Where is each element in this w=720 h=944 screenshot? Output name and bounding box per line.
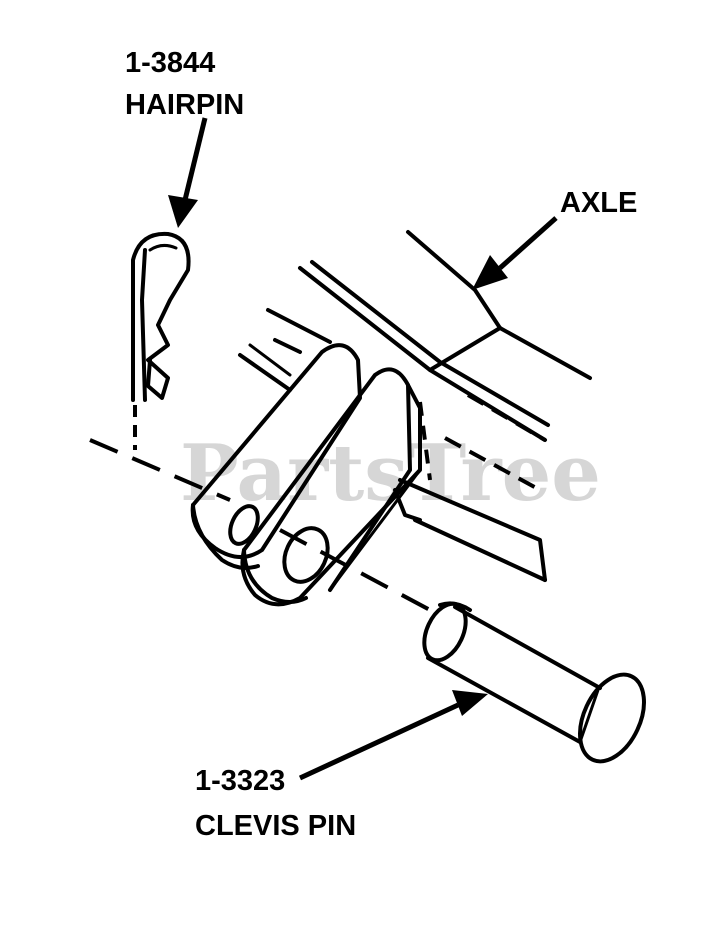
- hairpin-drawing: [131, 231, 191, 450]
- axle-label: AXLE: [560, 187, 637, 219]
- clevis-pin-label: CLEVIS PIN: [195, 810, 356, 842]
- clevis-pin-part-number: 1-3323: [195, 765, 285, 797]
- hairpin-callout-arrow: [168, 117, 208, 228]
- hairpin-label: HAIRPIN: [125, 89, 244, 121]
- clevis-bracket: [190, 343, 422, 607]
- clevis-pin-drawing: [422, 601, 646, 764]
- pin-axis-line: [89, 438, 431, 612]
- axle-callout-arrow: [472, 216, 558, 290]
- clevis-pin-callout-arrow: [298, 690, 488, 781]
- watermark-text: PartsTree: [180, 428, 601, 519]
- axle-drawing: [238, 230, 592, 582]
- hairpin-part-number: 1-3844: [125, 47, 215, 79]
